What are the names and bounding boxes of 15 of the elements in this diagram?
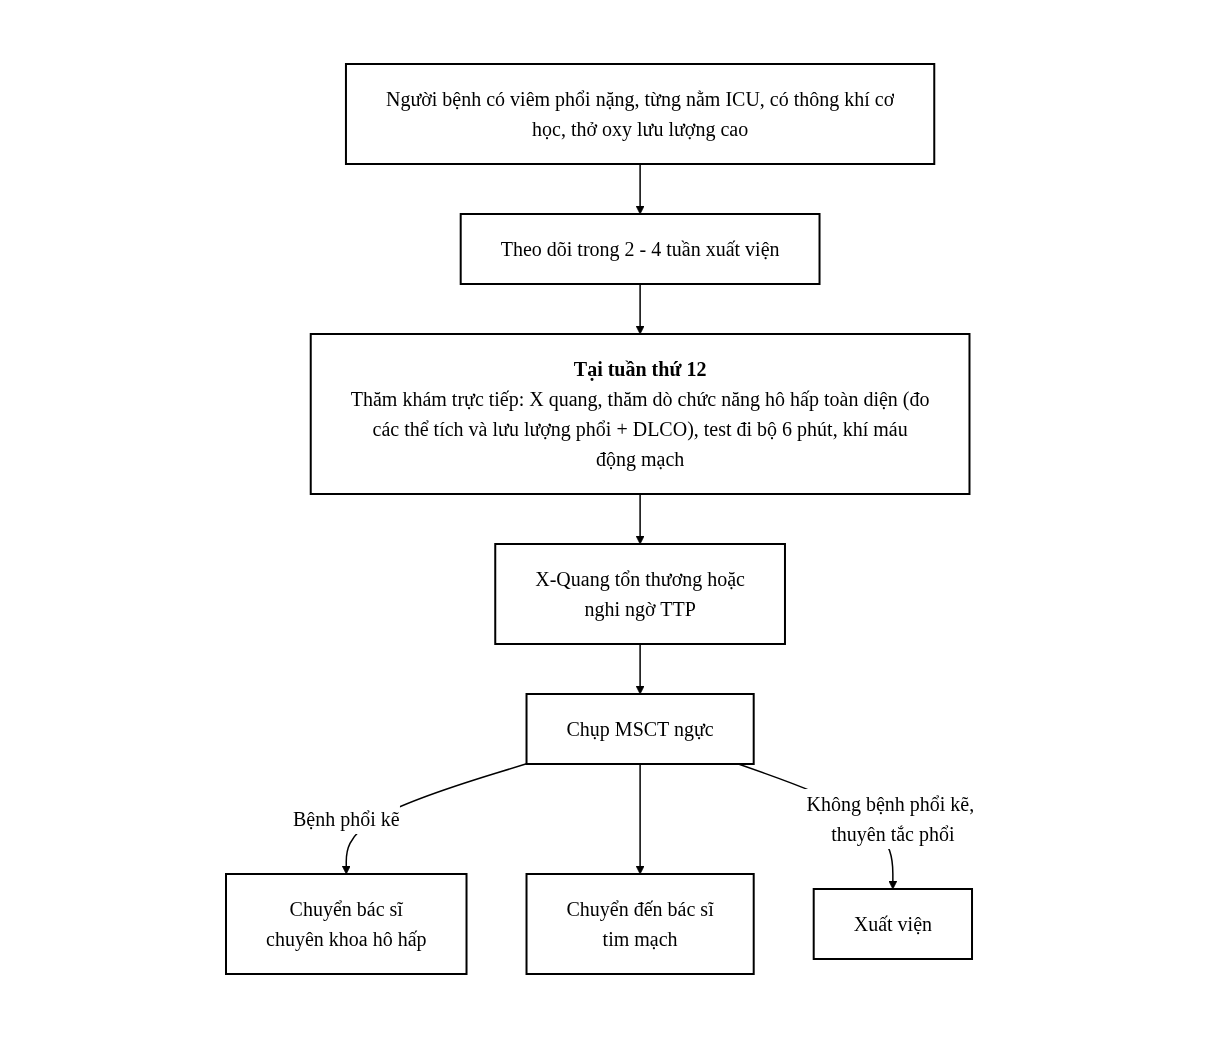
node-box: Chuyển bác sĩ chuyên khoa hô hấp	[225, 873, 468, 975]
node-box: Chụp MSCT ngực	[525, 693, 755, 765]
node-box: Theo dõi trong 2 - 4 tuần xuất viện	[459, 213, 821, 285]
node-box: Tại tuần thứ 12 Thăm khám trực tiếp: X quang, thăm dò chức năng hô hấp toàn diện (đo các thể tích và lưu lượng phổi + DLCO), test đi bộ 6 phút, khí máu động mạch	[309, 333, 971, 495]
edge-label: Bệnh phổi kẽ	[292, 808, 400, 830]
node-box: X-Quang tổn thương hoặc nghi ngờ TTP	[494, 543, 787, 645]
node-box: Xuất viện	[812, 888, 974, 960]
arrow	[635, 763, 645, 875]
arrow	[635, 493, 645, 545]
node-box: Chuyển đến bác sĩ tim mạch	[525, 873, 755, 975]
node-box: Người bệnh có viêm phổi nặng, từng nằm ICU, có thông khí cơ học, thở oxy lưu lượng cao	[345, 63, 936, 165]
arrow	[635, 163, 645, 215]
arrow	[635, 643, 645, 695]
arrow	[635, 283, 645, 335]
edge-label: Không bệnh phổi kẽ, thuyên tắc phổi	[806, 793, 975, 845]
